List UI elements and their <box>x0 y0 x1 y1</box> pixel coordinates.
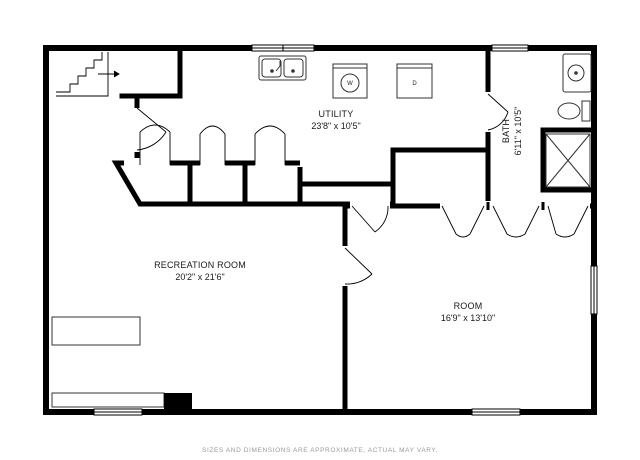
room-dims: 16'9" x 13'10" <box>441 313 495 323</box>
door-closet-2 <box>199 125 226 165</box>
door-closet-1 <box>139 124 171 165</box>
washer: W <box>332 63 368 99</box>
door-room-closet-1 <box>441 205 485 238</box>
stair-arrow-head <box>113 70 120 78</box>
window-bath <box>491 44 529 52</box>
washer-label: W <box>347 81 353 87</box>
room-name: ROOM <box>454 301 483 311</box>
utility-name: UTILITY <box>319 109 354 119</box>
door-jambs <box>350 202 590 210</box>
stair-outline <box>56 52 109 97</box>
dryer-label: D <box>412 81 417 87</box>
outer-walls <box>43 45 597 415</box>
door-room-closet-3 <box>547 205 589 238</box>
closet-top-segments <box>116 160 300 204</box>
window-rec-bottom <box>93 408 143 416</box>
door-bath <box>487 93 509 131</box>
window-utility <box>251 44 315 52</box>
toilet <box>557 100 591 122</box>
door-rec-room <box>344 247 373 285</box>
stair-steps <box>56 52 103 93</box>
built-in-counter <box>51 316 141 346</box>
utility-sink <box>258 55 307 81</box>
room-labels: UTILITY 23'8" x 10'5" BATH 6'11" x 10'5"… <box>154 107 523 323</box>
doors <box>136 93 589 285</box>
windows <box>93 44 598 416</box>
door-closet-3 <box>254 125 286 165</box>
shower <box>545 133 591 188</box>
door-room-closet-2 <box>492 205 540 238</box>
window-room-bottom <box>471 408 521 416</box>
staircase <box>56 52 120 97</box>
bottom-ledge <box>51 392 192 410</box>
support-post <box>164 393 192 410</box>
door-entry <box>136 107 167 151</box>
bath-vanity-sink <box>562 53 592 93</box>
recreation-name: RECREATION ROOM <box>154 260 246 270</box>
utility-dims: 23'8" x 10'5" <box>311 121 360 131</box>
interior-walls <box>119 45 597 415</box>
recreation-dims: 20'2" x 21'6" <box>175 272 224 282</box>
disclaimer-note: SIZES AND DIMENSIONS ARE APPROXIMATE, AC… <box>202 447 438 454</box>
dryer: D <box>396 63 433 99</box>
door-room <box>351 205 389 233</box>
bath-name: BATH <box>501 119 511 143</box>
bath-dims: 6'11" x 10'5" <box>513 107 523 156</box>
closet-bank-outline <box>111 160 303 207</box>
window-room-right <box>590 265 598 315</box>
